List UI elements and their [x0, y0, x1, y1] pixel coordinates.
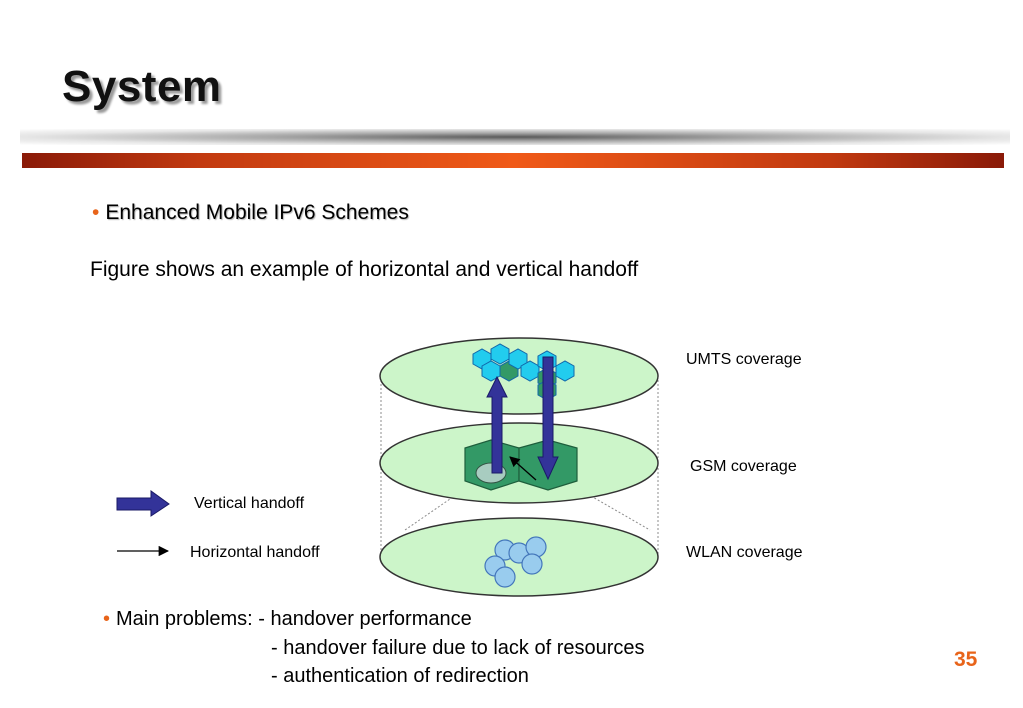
gsm-coverage-label: GSM coverage: [690, 458, 797, 475]
bullet-dot-icon: •: [103, 608, 111, 630]
figure-caption: Figure shows an example of horizontal an…: [90, 258, 639, 281]
problems-bullet: •Main problems: - handover performance -…: [103, 605, 645, 691]
vertical-handoff-up-arrow: [486, 375, 508, 474]
main-bullet: •Enhanced Mobile IPv6 Schemes: [92, 201, 409, 225]
title-underline-grey: [20, 129, 1010, 145]
vertical-handoff-arrows: [486, 356, 559, 481]
legend-horizontal-label: Horizontal handoff: [190, 544, 320, 561]
vertical-handoff-down-arrow: [537, 356, 559, 481]
problems-label: Main problems:: [116, 608, 253, 630]
page-number: 35: [954, 648, 978, 671]
umts-coverage-label: UMTS coverage: [686, 351, 802, 368]
legend-vertical-arrow-icon: [116, 490, 170, 517]
bullet-dot-icon: •: [92, 201, 100, 224]
title-underline-red: [22, 153, 1004, 168]
legend-vertical-label: Vertical handoff: [194, 495, 305, 512]
slide-title: System: [62, 62, 222, 111]
wlan-cells: [484, 536, 547, 588]
problem-item: - handover performance: [258, 608, 472, 630]
wlan-coverage-label: WLAN coverage: [686, 544, 803, 561]
problem-item: - handover failure due to lack of resour…: [271, 636, 645, 659]
main-bullet-text: Enhanced Mobile IPv6 Schemes: [105, 201, 409, 224]
problem-item: - authentication of redirection: [271, 665, 529, 687]
horizontal-handoff-arrow: [509, 456, 537, 481]
umts-coverage-ellipse: [379, 337, 659, 415]
